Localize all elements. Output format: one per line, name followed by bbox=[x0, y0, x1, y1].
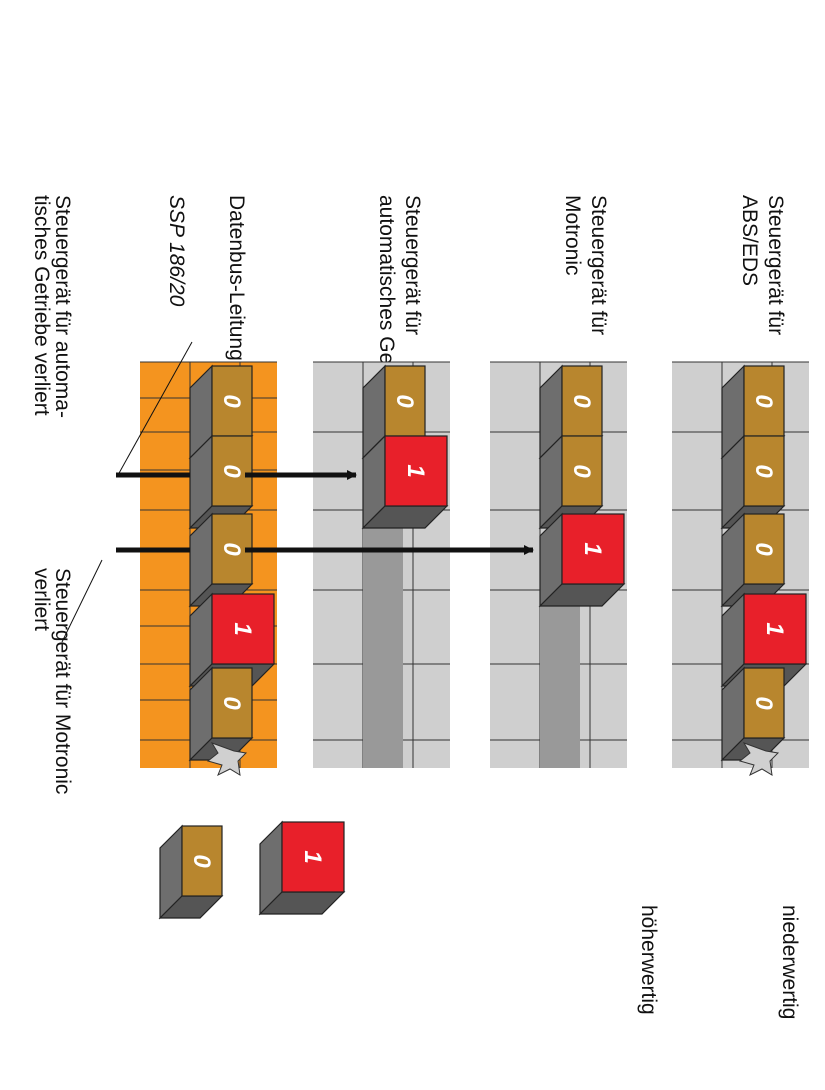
bit-value: 1 bbox=[579, 542, 606, 555]
bit-block-4: 1 bbox=[720, 592, 808, 688]
column-abs-eds: 0 0 0 1 0 bbox=[672, 361, 809, 777]
bit-block-2: 1 bbox=[361, 434, 449, 530]
legend-label-high-priority: höherwertig bbox=[637, 905, 660, 1015]
bit-value: 0 bbox=[391, 394, 418, 408]
legend-block-low-priority: 1 bbox=[258, 820, 346, 916]
callout-motronic-loses: Steuergerät für Motronic verliert bbox=[30, 568, 74, 800]
bit-block-5: 0 bbox=[720, 666, 786, 762]
bit-value: 1 bbox=[761, 622, 788, 635]
bit-value: 0 bbox=[568, 464, 595, 478]
bit-value: 0 bbox=[750, 696, 777, 710]
bit-block-2: 0 bbox=[538, 434, 604, 530]
bit-block-5: 0 bbox=[188, 666, 254, 762]
inactive-stripe bbox=[540, 600, 580, 768]
callout-gearbox-loses: Steuergerät für automa- tisches Getriebe… bbox=[30, 195, 74, 424]
bit-block-3: 0 bbox=[720, 512, 786, 608]
column-label-motronic: Steuergerät für Motronic bbox=[561, 195, 610, 341]
torn-edge bbox=[738, 742, 780, 777]
column-databus: 0 0 0 1 0 bbox=[140, 361, 277, 777]
bit-value: 1 bbox=[402, 464, 429, 477]
inactive-stripe bbox=[363, 520, 403, 768]
leader-line-gearbox bbox=[117, 341, 193, 476]
leader-line-motronic bbox=[61, 559, 103, 643]
column-label-automatic-gearbox: Steuergerät für automatisches Getriebe bbox=[375, 195, 424, 417]
legend-label-low-priority: niederwertig bbox=[778, 905, 801, 1019]
column-label-abs-eds: Steuergerät für ABS/EDS bbox=[738, 195, 787, 341]
bit-value: 0 bbox=[188, 854, 215, 868]
arrows-layer bbox=[116, 470, 534, 555]
column-motronic: 0 0 1 bbox=[490, 361, 627, 768]
torn-edge bbox=[206, 742, 248, 777]
bit-value: 0 bbox=[218, 542, 245, 556]
bit-value: 1 bbox=[229, 622, 256, 635]
bit-value: 0 bbox=[218, 394, 245, 408]
bit-value: 0 bbox=[750, 464, 777, 478]
bit-value: 0 bbox=[750, 394, 777, 408]
bit-value: 0 bbox=[218, 696, 245, 710]
bit-value: 0 bbox=[568, 394, 595, 408]
bit-value: 0 bbox=[218, 464, 245, 478]
bit-block-3: 0 bbox=[188, 512, 254, 608]
bit-block-3: 1 bbox=[538, 512, 626, 608]
legend-block-high-priority: 0 bbox=[158, 824, 224, 920]
legend: 10 bbox=[158, 820, 346, 920]
rotated-text-layer: Steuergerät für ABS/EDS Steuergerät für … bbox=[30, 195, 801, 1019]
column-gearbox: 01 bbox=[313, 361, 450, 768]
column-label-databus: Datenbus-Leitung bbox=[225, 195, 248, 361]
leader-lines bbox=[61, 341, 193, 643]
bit-value: 0 bbox=[750, 542, 777, 556]
bit-value: 1 bbox=[299, 850, 326, 863]
figure-reference: SSP 186/20 bbox=[165, 195, 188, 307]
